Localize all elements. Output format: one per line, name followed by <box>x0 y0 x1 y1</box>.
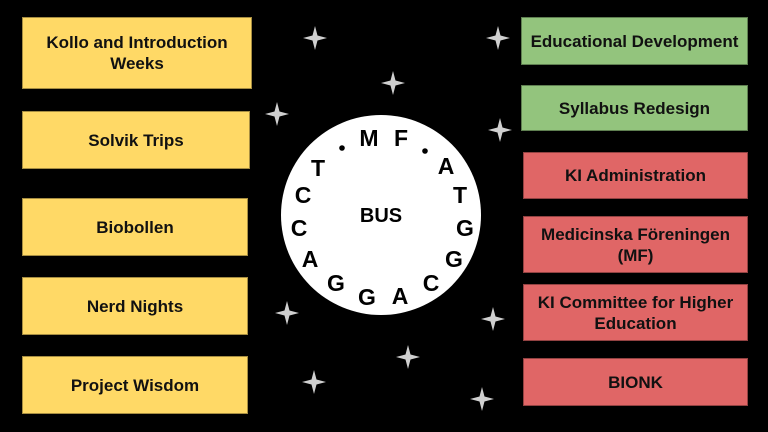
star-field <box>265 26 512 411</box>
relation-box-medicinska-foreningen: Medicinska Föreningen (MF) <box>523 216 748 273</box>
ring-dot <box>422 148 428 154</box>
ring-letter: F <box>394 125 408 151</box>
relation-box-syllabus-redesign: Syllabus Redesign <box>521 85 748 131</box>
sparkle-star-icon <box>488 118 512 142</box>
sparkle-star-icon <box>303 26 327 50</box>
ring-letter: C <box>291 215 308 241</box>
bus-circle <box>281 115 481 315</box>
relation-label: Syllabus Redesign <box>558 98 711 118</box>
ring-letter: C <box>295 182 312 208</box>
ring-letter: G <box>456 215 474 241</box>
relation-label: KI Committee for Higher Education <box>537 292 734 333</box>
activity-box-biobollen: Biobollen <box>22 198 248 256</box>
ring-dot <box>339 145 345 151</box>
activity-label: Kollo and Introduction Weeks <box>46 33 228 73</box>
ring-letter: G <box>327 270 345 296</box>
letter-ring: M F A T G G C A G G A C C T <box>291 125 474 310</box>
relation-box-bionk: BIONK <box>523 358 748 406</box>
activity-label: Project Wisdom <box>70 375 200 395</box>
activity-box-nerd-nights: Nerd Nights <box>22 277 248 335</box>
sparkle-star-icon <box>470 387 494 411</box>
relation-label: KI Administration <box>564 166 707 185</box>
activity-box-kollo: Kollo and Introduction Weeks <box>22 17 252 89</box>
sparkle-star-icon <box>265 102 289 126</box>
activity-box-project-wisdom: Project Wisdom <box>22 356 248 414</box>
relation-box-educational-development: Educational Development <box>521 17 748 65</box>
activity-label: Biobollen <box>96 217 174 237</box>
sparkle-star-icon <box>381 71 405 95</box>
sparkle-star-icon <box>275 301 299 325</box>
ring-letter: A <box>302 246 319 272</box>
ring-letter: G <box>358 284 376 310</box>
relation-label: Educational Development <box>530 31 739 51</box>
sparkle-star-icon <box>396 345 420 369</box>
relation-label: Medicinska Föreningen (MF) <box>541 224 730 265</box>
ring-letter: M <box>359 125 378 151</box>
ring-letter: T <box>311 155 325 181</box>
ring-letter: T <box>453 182 467 208</box>
activity-box-solvik: Solvik Trips <box>22 111 250 169</box>
relation-box-ki-committee: KI Committee for Higher Education <box>523 284 748 341</box>
activity-label: Solvik Trips <box>88 130 184 150</box>
sparkle-star-icon <box>486 26 510 50</box>
relation-box-ki-administration: KI Administration <box>523 152 748 199</box>
sparkle-star-icon <box>302 370 326 394</box>
activity-label: Nerd Nights <box>86 296 184 316</box>
sparkle-star-icon <box>481 307 505 331</box>
ring-letter: G <box>445 246 463 272</box>
bus-label: BUS <box>360 205 402 227</box>
relation-label: BIONK <box>608 372 663 392</box>
ring-letter: C <box>423 270 440 296</box>
ring-letter: A <box>438 153 455 179</box>
ring-letter: A <box>392 283 409 309</box>
